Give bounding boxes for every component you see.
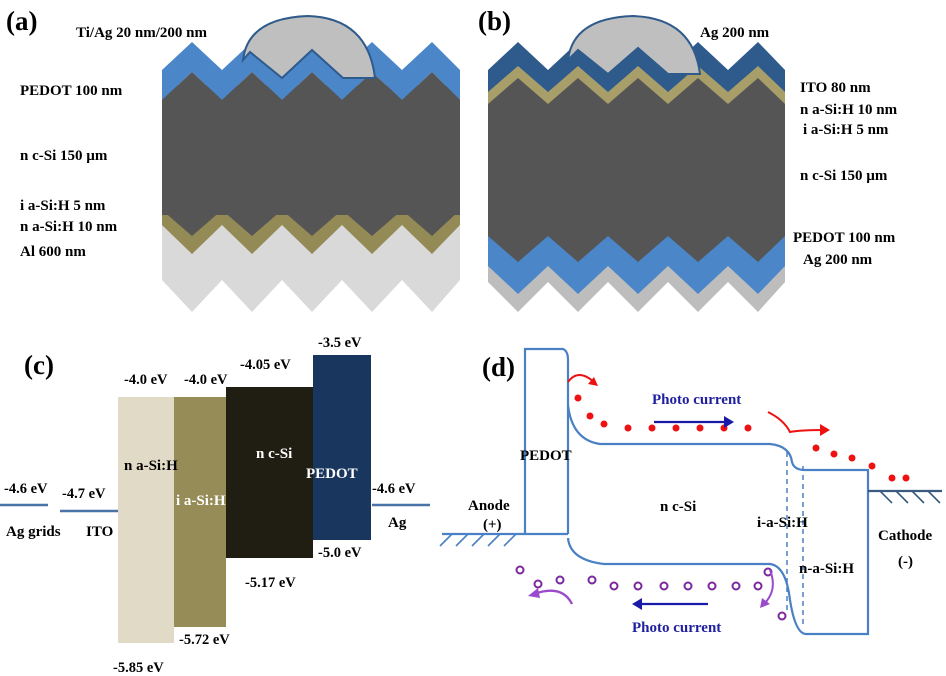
d-electron-arrow-1	[567, 374, 595, 383]
d-valence-band	[566, 537, 806, 636]
d-photo-bottom-label: Photo current	[632, 620, 721, 636]
d-photo-bottom-arrowhead	[632, 598, 642, 610]
c-ag-grids-ev: -4.6 eV	[4, 481, 48, 497]
d-conduction-band	[566, 404, 870, 636]
c-n-asi-label: n a-Si:H	[124, 458, 178, 474]
b-nsi-label: n c-Si 150 µm	[800, 168, 888, 184]
c-ncsi-block	[226, 387, 313, 558]
b-ag-contact	[566, 14, 702, 76]
d-cathode-sign: (-)	[898, 554, 913, 570]
c-pedot-top-ev: -3.5 eV	[318, 335, 362, 351]
b-ia-label: i a-Si:H 5 nm	[803, 122, 889, 138]
d-electron-arrow-2	[767, 411, 827, 434]
panel-d: (d)	[439, 347, 942, 636]
b-nsi-layer	[488, 72, 785, 262]
b-pedot-label: PEDOT 100 nm	[793, 230, 896, 246]
a-pedot-layer-right	[162, 56, 460, 100]
c-i-asi-block	[174, 397, 226, 627]
panel-b-label: (b)	[478, 6, 511, 36]
panel-c-label: (c)	[24, 350, 54, 380]
c-i-asi-top-ev: -4.0 eV	[184, 372, 228, 388]
a-nsi-label: n c-Si 150 µm	[20, 148, 108, 164]
d-electron-arrowhead-2	[820, 424, 830, 436]
d-anode-hatch	[439, 533, 517, 547]
b-na-label: n a-Si:H 10 nm	[800, 102, 898, 118]
d-hole-arrowhead-2	[760, 598, 770, 608]
panel-c: (c) n a-Si:H i a-Si:H n c-Si PEDOT -4.6 …	[0, 335, 430, 676]
c-n-asi-bottom-ev: -5.85 eV	[113, 660, 164, 676]
d-photo-top-label: Photo current	[652, 392, 741, 408]
a-al-label: Al 600 nm	[20, 244, 86, 260]
a-na-label: n a-Si:H 10 nm	[20, 219, 118, 235]
panel-d-label: (d)	[482, 352, 515, 382]
b-ag-top-label: Ag 200 nm	[700, 25, 770, 41]
d-electron-arrowhead-1	[588, 377, 598, 386]
c-pedot-block	[313, 355, 371, 540]
c-pedot-bottom-ev: -5.0 eV	[318, 545, 362, 561]
d-cathode-label: Cathode	[878, 528, 933, 544]
c-i-asi-bottom-ev: -5.72 eV	[179, 632, 230, 648]
d-anode-sign: (+)	[483, 517, 502, 533]
c-i-asi-label: i a-Si:H	[176, 493, 226, 509]
d-anode-label: Anode	[468, 498, 510, 514]
b-ag-bottom-label: Ag 200 nm	[803, 252, 873, 268]
a-nsi-upper-zigzag	[162, 72, 460, 215]
d-hole-arrowhead-1	[528, 588, 540, 598]
d-photo-top-arrowhead	[724, 416, 734, 428]
d-pedot-label: PEDOT	[520, 448, 572, 464]
b-ito-layer	[488, 42, 785, 92]
c-ito-ev: -4.7 eV	[62, 486, 106, 502]
c-ncsi-bottom-ev: -5.17 eV	[245, 575, 296, 591]
c-ag-grids-label: Ag grids	[6, 524, 61, 540]
d-i-asi-label: i-a-Si:H	[757, 515, 808, 531]
a-ia-label: i a-Si:H 5 nm	[20, 198, 106, 214]
c-n-asi-block	[118, 397, 174, 643]
c-ag-ev: -4.6 eV	[372, 481, 416, 497]
d-ncsi-label: n c-Si	[660, 499, 696, 515]
d-electrons	[574, 394, 910, 482]
d-holes	[515, 565, 787, 621]
d-pedot-box	[523, 347, 570, 534]
panel-a: (a) Ti/Ag 20 nm/200 nm PEDOT 100 nm n c-…	[6, 6, 460, 312]
b-ito-label: ITO 80 nm	[800, 80, 871, 96]
panel-a-label: (a)	[6, 6, 37, 36]
c-ito-label: ITO	[86, 524, 113, 540]
d-n-asi-label: n-a-Si:H	[799, 561, 854, 577]
a-pedot-label: PEDOT 100 nm	[20, 83, 123, 99]
c-ag-label: Ag	[388, 515, 407, 531]
a-asi-layer	[162, 202, 460, 254]
a-ag-contact	[241, 14, 377, 80]
c-ncsi-label: n c-Si	[256, 446, 292, 462]
c-n-asi-top-ev: -4.0 eV	[124, 372, 168, 388]
panel-b: (b) Ag 200 nm ITO 80 nm n a-Si:H 10 nm i…	[478, 6, 898, 312]
c-pedot-label: PEDOT	[306, 466, 358, 482]
a-top-label: Ti/Ag 20 nm/200 nm	[76, 25, 207, 41]
c-ncsi-top-ev: -4.05 eV	[240, 357, 291, 373]
d-cathode-hatch	[879, 490, 941, 504]
